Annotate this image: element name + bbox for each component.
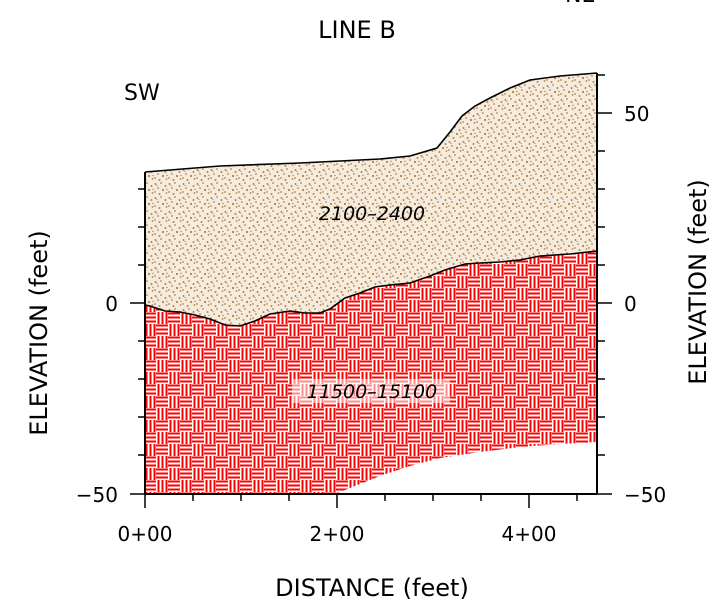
bottom-axis-ticks: [144, 494, 578, 508]
x-tick-label-0: 0+00: [118, 522, 173, 546]
left-axis-ticks: [130, 188, 145, 495]
y-axis-label-left: ELEVATION (feet): [25, 230, 53, 435]
left-tick-label-1: −50: [76, 483, 118, 507]
ground-surface-line: [144, 72, 598, 173]
left-tick-label-0: 0: [105, 292, 118, 316]
layer-lower-fill: [145, 251, 597, 494]
right-axis-ticks: [597, 74, 612, 495]
axes: [144, 73, 598, 495]
x-axis-label: DISTANCE (feet): [275, 574, 469, 602]
layer-upper-label: 2100–2400: [319, 203, 425, 225]
right-tick-label-1: 0: [624, 292, 637, 316]
layer-boundary-line: [144, 250, 598, 327]
right-tick-label-0: 50: [624, 102, 649, 126]
layer-lower-label-group: 11500–15100: [292, 379, 450, 403]
corner-label-sw: SW: [124, 81, 160, 106]
x-tick-label-1: 2+00: [310, 522, 365, 546]
figure-title: LINE B: [318, 16, 396, 44]
y-axis-label-right: ELEVATION (feet): [684, 179, 712, 384]
corner-label-ne: NE: [565, 0, 595, 8]
right-tick-label-2: −50: [624, 483, 666, 507]
layer-lower-label: 11500–15100: [307, 381, 437, 403]
x-tick-label-2: 4+00: [502, 522, 557, 546]
